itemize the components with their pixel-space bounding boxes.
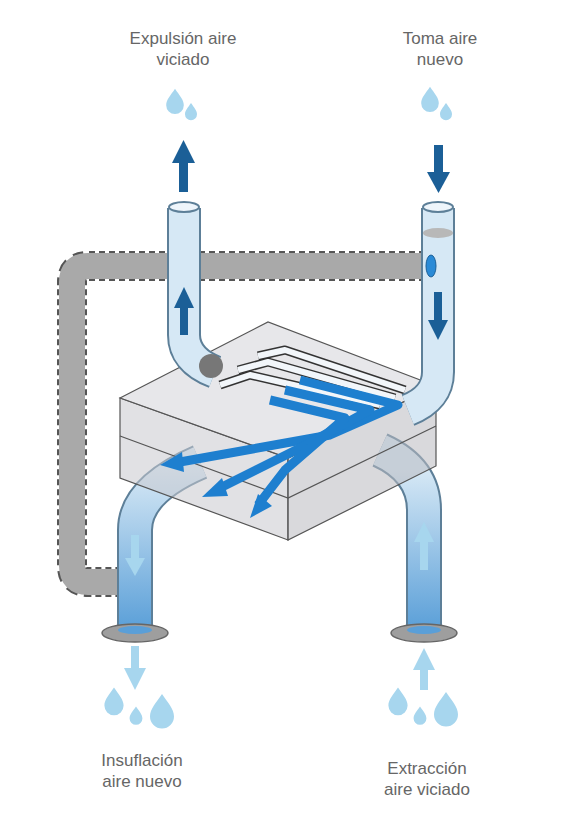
intake-exhaust-pipes: [169, 202, 453, 410]
flow-arrows-inner: [124, 287, 448, 690]
flow-label: Insuflación aire nuevo: [86, 750, 198, 792]
heat-exchanger: [120, 322, 436, 540]
flow-label: Toma aire nuevo: [384, 28, 496, 70]
flow-label: Expulsión aire viciado: [127, 28, 239, 70]
flow-label: Extracción aire viciado: [371, 758, 483, 800]
flow-arrows: [172, 140, 450, 193]
